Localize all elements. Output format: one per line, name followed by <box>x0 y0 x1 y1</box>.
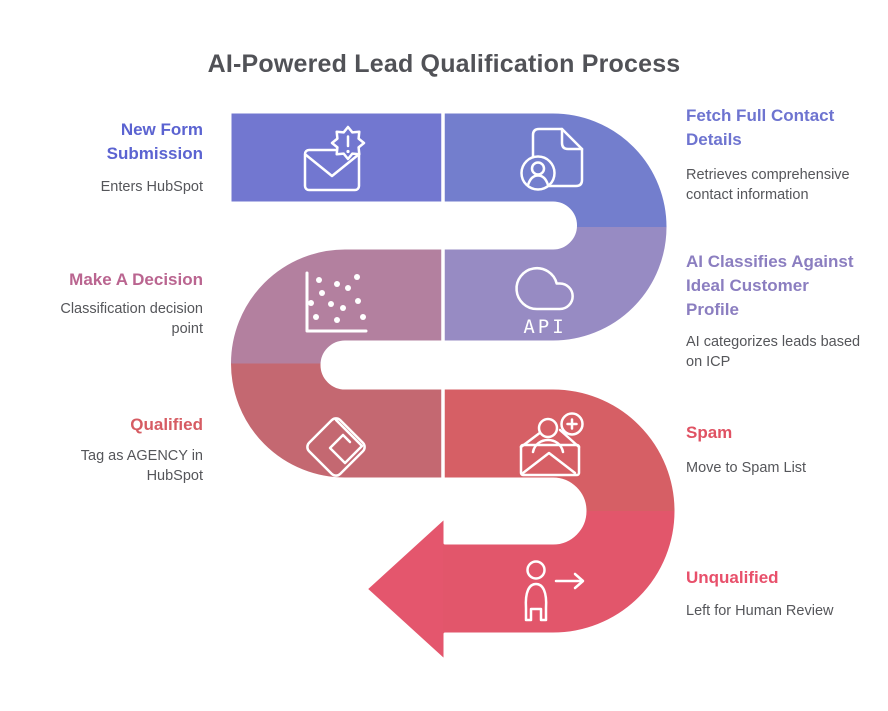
step-subtitle: Left for Human Review <box>686 603 834 620</box>
step-subtitle: Tag as AGENCY in HubSpot <box>80 448 203 484</box>
step-heading: Make A Decision <box>69 270 203 289</box>
step-subtitle: Enters HubSpot <box>100 179 203 196</box>
step-spam: Spam Move to Spam List <box>686 421 876 479</box>
tag-diamond-icon <box>306 417 366 477</box>
step-fetch-contact-details: Fetch Full Contact Details Retrieves com… <box>686 104 876 205</box>
mail-alert-icon <box>303 125 366 192</box>
step-make-a-decision: Make A Decision Classification decision … <box>28 268 203 339</box>
human-review-icon <box>524 560 585 622</box>
step-subtitle: Classification decision point <box>60 301 203 337</box>
spam-envelope-icon <box>519 412 584 477</box>
step-qualified: Qualified Tag as AGENCY in HubSpot <box>33 413 203 486</box>
step-subtitle: Move to Spam List <box>686 460 807 477</box>
step-subtitle: AI categorizes leads based on ICP <box>686 334 861 370</box>
step-heading: Qualified <box>130 415 203 434</box>
step-heading: Unqualified <box>686 568 779 587</box>
flow-arrow-path-outline <box>228 110 678 663</box>
step-heading: Spam <box>686 423 733 442</box>
step-new-form-submission: New Form Submission Enters HubSpot <box>40 118 203 198</box>
step-heading: New Form Submission <box>106 120 203 164</box>
flow-segment-8 <box>229 511 443 661</box>
contact-file-icon <box>520 127 584 191</box>
step-ai-classifies: AI Classifies Against Ideal Customer Pro… <box>686 250 876 372</box>
step-unqualified: Unqualified Left for Human Review <box>686 566 886 622</box>
step-subtitle: Retrieves comprehensive contact informat… <box>686 167 850 203</box>
page-title: AI-Powered Lead Qualification Process <box>207 50 681 78</box>
step-heading: Fetch Full Contact Details <box>686 106 835 150</box>
api-label: API <box>523 316 566 338</box>
cloud-api-icon: API <box>515 266 574 338</box>
step-heading: AI Classifies Against Ideal Customer Pro… <box>686 252 854 320</box>
scatter-plot-icon <box>305 271 368 333</box>
